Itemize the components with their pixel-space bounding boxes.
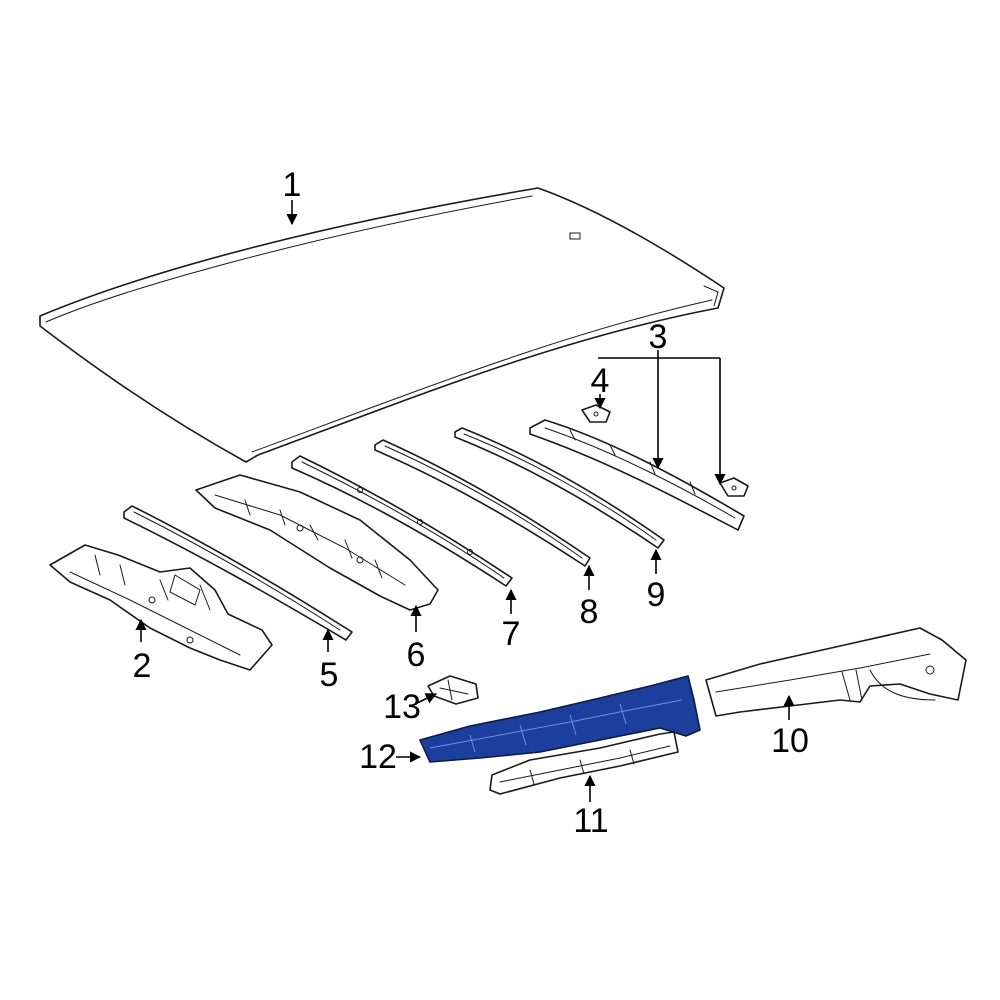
leader-13 xyxy=(414,693,438,705)
callout-9: 9 xyxy=(647,576,666,614)
rear-roof-header[interactable] xyxy=(529,419,745,531)
callout-12: 12 xyxy=(359,738,397,776)
callout-3: 3 xyxy=(649,318,668,356)
roof-reinforcement-panel[interactable] xyxy=(195,474,439,611)
callout-5: 5 xyxy=(320,656,339,694)
bracket-13[interactable] xyxy=(427,675,479,705)
callout-8: 8 xyxy=(580,593,599,631)
callout-11: 11 xyxy=(573,802,608,840)
roof-panel[interactable] xyxy=(39,187,725,463)
callout-6: 6 xyxy=(407,636,426,674)
callout-7: 7 xyxy=(502,615,521,653)
roof-bow-8[interactable] xyxy=(374,439,591,567)
roof-side-rail-inner-highlighted[interactable] xyxy=(419,675,701,763)
front-header-panel[interactable] xyxy=(49,544,273,671)
callout-13: 13 xyxy=(383,688,421,726)
callout-2: 2 xyxy=(133,647,152,685)
rail-reinforcement-11[interactable] xyxy=(489,731,679,795)
rear-outer-rail-10[interactable] xyxy=(705,627,967,717)
callout-1: 1 xyxy=(283,166,302,204)
roof-bracket-3[interactable] xyxy=(719,477,749,497)
roof-bow-7[interactable] xyxy=(291,455,513,587)
roof-bow-front[interactable] xyxy=(123,505,353,641)
callout-10: 10 xyxy=(771,722,809,760)
roof-bracket-4[interactable] xyxy=(581,404,611,423)
callout-4: 4 xyxy=(591,362,610,400)
roof-bow-9[interactable] xyxy=(454,427,665,549)
